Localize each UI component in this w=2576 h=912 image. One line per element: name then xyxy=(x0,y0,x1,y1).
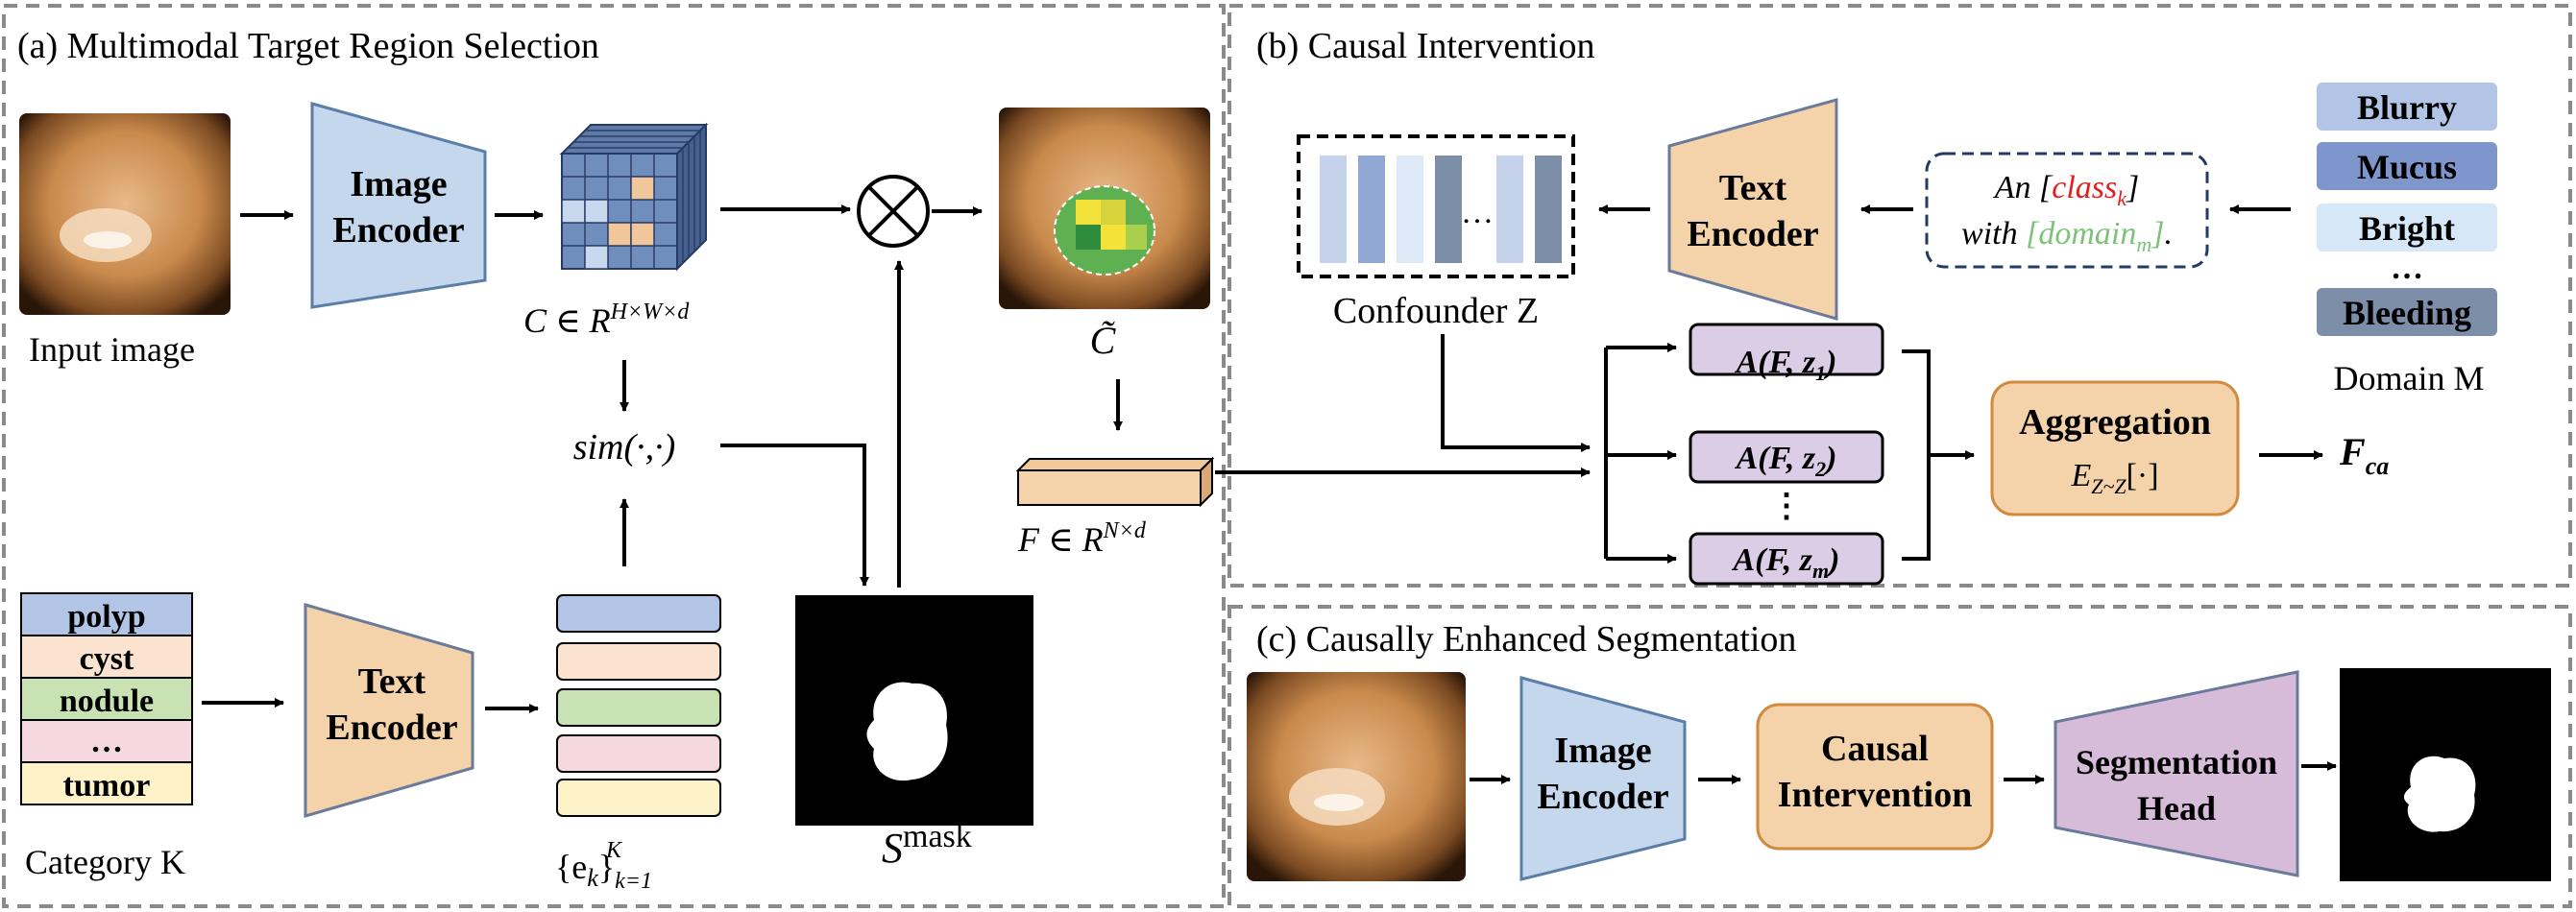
mask-label: Smask xyxy=(882,819,972,872)
domain-list: Blurry Mucus Bright … Bleeding xyxy=(2317,83,2497,336)
embedding-bars xyxy=(556,594,721,817)
image-encoder-c-line1: Image xyxy=(1554,731,1651,771)
segmentation-head: Segmentation Head xyxy=(2054,670,2299,877)
panel-c-title: (c) Causally Enhanced Segmentation xyxy=(1256,619,1796,660)
category-item-cyst: cyst xyxy=(80,641,134,677)
arrow-confounder-down xyxy=(1441,334,1591,452)
input-image xyxy=(19,113,231,315)
panel-b-title: (b) Causal Intervention xyxy=(1256,26,1594,66)
seg-output-mask xyxy=(2340,668,2551,881)
text-encoder-a-line1: Text xyxy=(358,661,426,702)
domain-item-blurry: Blurry xyxy=(2357,88,2457,127)
mask-image xyxy=(795,595,1033,826)
feature-c-label: C ∈ RH×W×d xyxy=(523,300,690,340)
causal-line1: Causal xyxy=(1821,729,1929,769)
output-fca: Fca xyxy=(2339,430,2389,480)
panel-a-title: (a) Multimodal Target Region Selection xyxy=(17,26,599,66)
image-encoder-a-line1: Image xyxy=(350,164,447,204)
text-encoder-b-line2: Encoder xyxy=(1687,214,1818,254)
category-item-nodule: nodule xyxy=(60,684,154,719)
a-box-2: A(F, z2) xyxy=(1735,441,1837,481)
a-box-1: A(F, z1) xyxy=(1735,345,1837,385)
category-item-ellipsis: … xyxy=(90,724,123,759)
bracket xyxy=(1902,349,1931,561)
domain-item-bright: Bright xyxy=(2359,209,2455,248)
seg-input-image xyxy=(1247,672,1466,881)
confounder-box: … xyxy=(1297,134,1575,278)
domain-item-mucus: Mucus xyxy=(2357,148,2457,186)
category-list: polyp cyst nodule … tumor xyxy=(20,592,193,805)
text-encoder-b: Text Encoder xyxy=(1667,98,1838,321)
prompt-box: An [classk] with [domainm]. xyxy=(1925,152,2209,269)
domain-item-ellipsis: … xyxy=(2391,251,2423,286)
prompt-line-2: with [domainm]. xyxy=(1961,216,2173,256)
domain-m-label: Domain M xyxy=(2334,359,2485,397)
panel-a-border xyxy=(2,4,1226,908)
aggregation-box: Aggregation EZ~Z[·] xyxy=(1990,380,2240,516)
text-encoder-a-line2: Encoder xyxy=(326,708,457,748)
panel-b-border xyxy=(1227,4,2572,588)
ek-label: {ek}k=1K xyxy=(555,838,652,894)
image-encoder-c: Image Encoder xyxy=(1519,676,1687,881)
panel-c-border xyxy=(1227,605,2572,908)
f-feature-bar xyxy=(1015,456,1215,508)
seghead-line1: Segmentation xyxy=(2076,743,2277,781)
arrow-sim-to-mask xyxy=(720,444,869,587)
aggregation-label: Aggregation xyxy=(2019,402,2211,443)
aggregation-expr: EZ~Z[·] xyxy=(2070,458,2158,498)
intervention-boxes: A(F, z1) A(F, z2) ⋮ A(F, zm) xyxy=(1689,323,1884,586)
sim-label: sim(·,·) xyxy=(573,427,676,468)
c-tilde-label: C̃ xyxy=(1090,319,1117,362)
category-item-tumor: tumor xyxy=(63,768,151,804)
confounder-dots: … xyxy=(1461,195,1494,230)
image-encoder-c-line2: Encoder xyxy=(1537,777,1668,817)
image-encoder-a: Image Encoder xyxy=(310,102,487,309)
c-tilde-image xyxy=(999,108,1210,309)
text-encoder-a: Text Encoder xyxy=(304,603,474,818)
seghead-line2: Head xyxy=(2137,789,2216,828)
image-encoder-a-line2: Encoder xyxy=(332,210,464,251)
f-label: F ∈ RN×d xyxy=(1017,518,1147,559)
prompt-line-1: An [classk] xyxy=(1993,170,2140,210)
text-encoder-b-line1: Text xyxy=(1719,168,1787,208)
causal-line2: Intervention xyxy=(1778,775,1973,815)
causal-intervention-box: Causal Intervention xyxy=(1756,703,1994,851)
input-image-label: Input image xyxy=(29,330,195,369)
domain-item-bleeding: Bleeding xyxy=(2343,294,2471,332)
confounder-label: Confounder Z xyxy=(1333,291,1539,331)
category-k-label: Category K xyxy=(25,843,185,881)
multiply-operator xyxy=(857,175,930,248)
feature-cube xyxy=(559,122,709,272)
a-box-3: A(F, zm) xyxy=(1732,542,1840,583)
category-item-polyp: polyp xyxy=(67,599,145,635)
a-box-dots: ⋮ xyxy=(1770,489,1803,524)
